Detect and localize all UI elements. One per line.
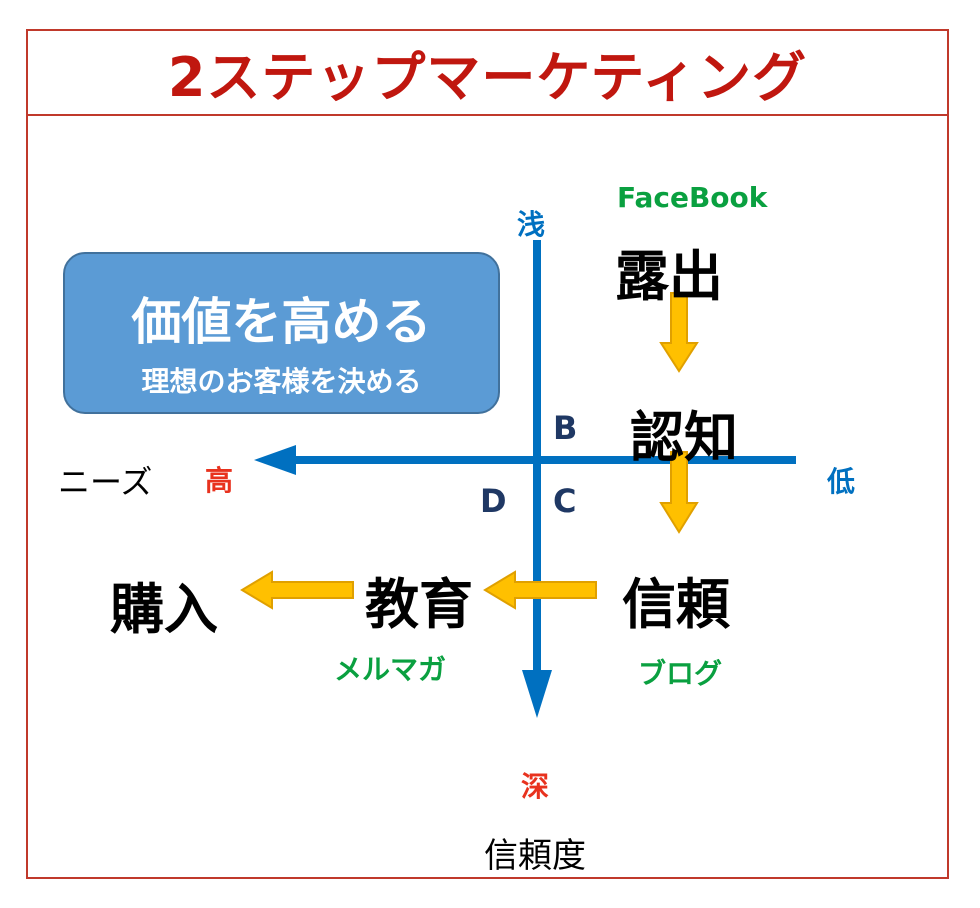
axis-label-shallow: 浅 bbox=[517, 208, 546, 241]
quadrant-label-c: C bbox=[553, 482, 577, 520]
value-box-title: 価値を高める bbox=[131, 293, 432, 351]
axis-label-low: 低 bbox=[827, 465, 856, 498]
axis-label-high: 高 bbox=[205, 464, 234, 497]
channel-label-facebook: FaceBook bbox=[617, 181, 768, 214]
channel-label-mailmag: メルマガ bbox=[334, 653, 447, 686]
flow-arrow-trust-to-education bbox=[483, 570, 597, 610]
axis-caption-trust: 信頼度 bbox=[484, 836, 586, 876]
step-trust: 信頼 bbox=[622, 573, 730, 636]
title-bar: 2ステップマーケティング bbox=[26, 29, 949, 116]
value-box: 価値を高める 理想のお客様を決める bbox=[63, 252, 500, 414]
flow-arrow-awareness-to-trust bbox=[659, 451, 699, 534]
flow-arrow-exposure-to-awareness bbox=[659, 292, 699, 373]
flow-arrow-education-to-purchase bbox=[240, 570, 354, 610]
value-box-subtitle: 理想のお客様を決める bbox=[141, 365, 422, 398]
step-education: 教育 bbox=[365, 573, 473, 636]
axis-label-deep: 深 bbox=[521, 770, 550, 803]
step-purchase: 購入 bbox=[110, 578, 218, 641]
quadrant-label-d: D bbox=[480, 482, 507, 520]
channel-label-blog: ブログ bbox=[638, 657, 723, 690]
horizontal-axis-arrowhead bbox=[254, 445, 296, 475]
quadrant-label-b: B bbox=[553, 409, 578, 447]
vertical-axis-arrowhead bbox=[522, 670, 552, 718]
step-awareness: 認知 bbox=[630, 406, 738, 469]
step-exposure: 露出 bbox=[615, 245, 723, 308]
axis-caption-needs: ニーズ bbox=[58, 463, 153, 501]
page-title: 2ステップマーケティング bbox=[167, 46, 808, 109]
